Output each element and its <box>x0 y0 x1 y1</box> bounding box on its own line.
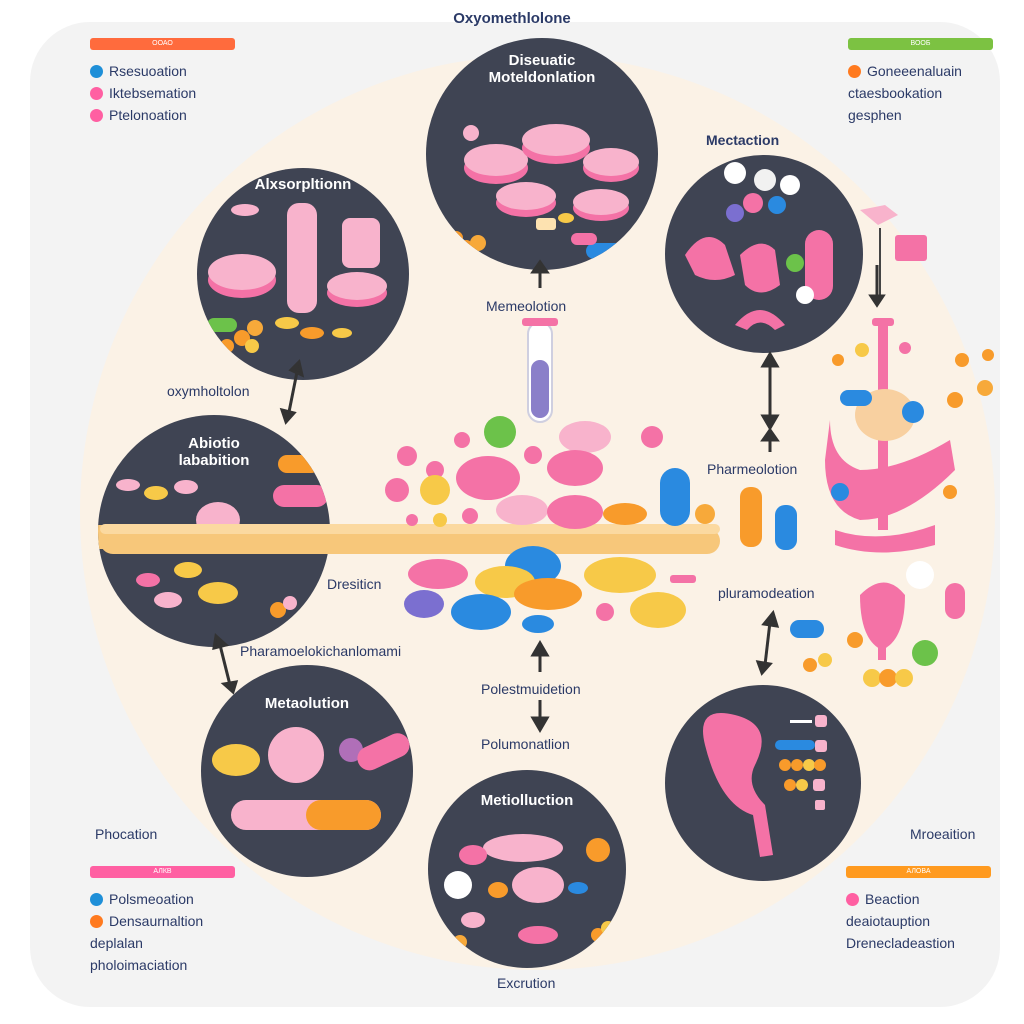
legend-item: Ptelonoation <box>90 104 240 126</box>
legend-item: Goneeenaluain <box>848 60 998 82</box>
pill-cluster-icon <box>449 124 639 265</box>
diagram-title: Oxyomethlolone <box>453 10 571 27</box>
pill-cluster-icon <box>441 834 615 957</box>
legend-dot <box>846 892 859 906</box>
node-title: Abiotio lababition <box>178 435 250 469</box>
legend-dot <box>848 64 861 78</box>
node-mediation-disc <box>665 155 863 353</box>
legend-header: ВООБ <box>848 38 993 50</box>
node-diseuatic-disc: Diseuatic Moteldonlation <box>426 38 658 270</box>
legend-item: deplalan <box>90 935 143 951</box>
legend-note-bottom-left: Phocation <box>95 826 158 842</box>
kidney-icon <box>703 713 827 857</box>
label-oxymholton: oxymholtolon <box>167 383 250 399</box>
legend-item: ctaesbookation <box>848 85 943 101</box>
node-title: Alxsorpltionn <box>254 176 352 193</box>
legend-header: АЛКВ <box>90 866 235 878</box>
pill-cluster-icon <box>685 162 833 330</box>
node-title: Diseuatic Moteldonlation <box>488 52 596 86</box>
label-pluramodeation: pluramodeation <box>718 585 815 601</box>
legend-header: ООАО <box>90 38 235 50</box>
legend-dot <box>90 64 103 78</box>
legend-dot <box>90 108 103 122</box>
legend-dot <box>90 914 103 928</box>
legend-bottom-left: АЛКВ Polsmeoation Densaurnaltion deplala… <box>90 866 240 976</box>
node-absorption-disc: Alxsorpltionn <box>197 168 409 380</box>
legend-top-left: ООАО Rsesuoation Iktebsemation Ptelonoat… <box>90 38 240 126</box>
legend-item: gesphen <box>848 107 902 123</box>
label-memeolotion: Memeolotion <box>486 298 567 314</box>
legend-item: Polsmeoation <box>90 888 240 910</box>
legend-dot <box>90 892 103 906</box>
label-pharmoacknamiomami: Pharamoelokichanlomami <box>240 643 402 659</box>
legend-item: Rsesuoation <box>90 60 240 82</box>
legend-item: Iktebsemation <box>90 82 240 104</box>
label-polumonation: Polumonatlion <box>481 736 570 752</box>
legend-item: Densaurnaltion <box>90 910 240 932</box>
pill-cluster-icon <box>207 203 387 353</box>
node-metiolluction-disc: Metiolluction <box>428 770 626 968</box>
legend-top-right: ВООБ Goneeenaluain ctaesbookation gesphe… <box>848 38 998 126</box>
label-pharmeolotion: Pharmeolotion <box>707 461 798 477</box>
label-dresiticn: Dresiticn <box>327 576 382 592</box>
label-polesmuidetion: Polestmuidetion <box>481 681 581 697</box>
legend-item: pholoimaciation <box>90 957 188 973</box>
legend-note-bottom-right: Mroeaition <box>910 826 976 842</box>
legend-item: Drenecladeastion <box>846 935 955 951</box>
node-title: Metiolluction <box>480 792 574 809</box>
label-excretion: Excrution <box>497 975 556 991</box>
legend-dot <box>90 86 103 100</box>
node-metaboution-disc: Metaolution <box>201 665 413 877</box>
legend-item: deaiotauption <box>846 913 931 929</box>
node-title: Metaolution <box>264 695 350 712</box>
node-kidney-disc <box>665 685 861 881</box>
legend-item: Beaction <box>846 888 996 910</box>
legend-bottom-right: АЛОВА Beaction deaiotauption Drenecladea… <box>846 866 996 954</box>
pill-cluster-icon <box>212 727 410 830</box>
node-title-mediation: Mectaction <box>706 132 780 148</box>
legend-header: АЛОВА <box>846 866 991 878</box>
